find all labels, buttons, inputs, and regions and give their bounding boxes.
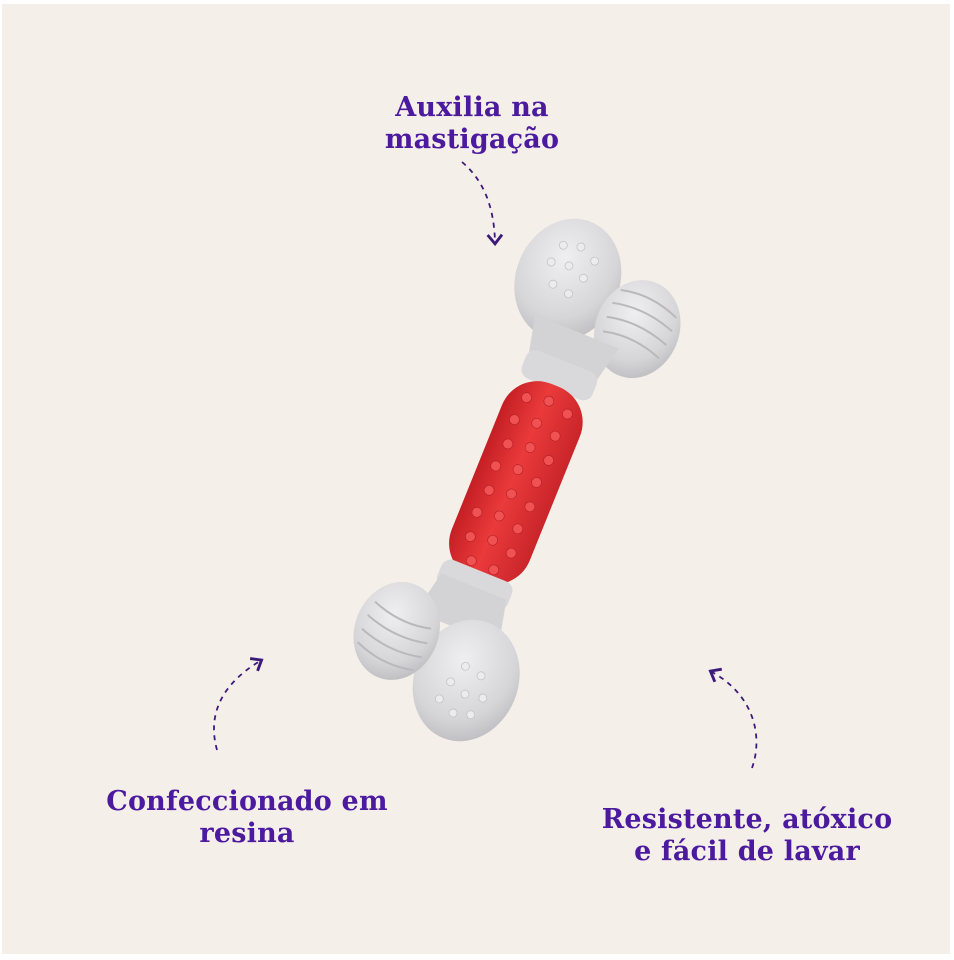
caption-material-line1: Confeccionado em: [106, 786, 388, 817]
caption-material: Confeccionado em resina: [62, 786, 432, 850]
product-illustration: [213, 161, 758, 769]
arrow-top: [461, 161, 504, 247]
product-card: Auxilia na mastigação Confeccionado em r…: [2, 4, 950, 954]
caption-chewing: Auxilia na mastigação: [332, 92, 612, 156]
caption-chewing-line2: mastigação: [384, 124, 560, 155]
bone-top-end: [514, 218, 681, 401]
caption-resistant: Resistente, atóxico e fácil de lavar: [562, 804, 932, 868]
bone-bottom-end: [353, 559, 520, 742]
arrow-left: [213, 657, 264, 751]
caption-resistant-line1: Resistente, atóxico: [601, 804, 893, 835]
red-shaft-nubs: [465, 392, 573, 576]
caption-resistant-line2: e fácil de lavar: [634, 836, 860, 867]
caption-chewing-line1: Auxilia na: [395, 92, 549, 123]
arrow-right: [708, 667, 758, 769]
bone-red-shaft: [449, 381, 583, 585]
caption-material-line2: resina: [199, 818, 295, 849]
bone-toy: [353, 218, 681, 742]
